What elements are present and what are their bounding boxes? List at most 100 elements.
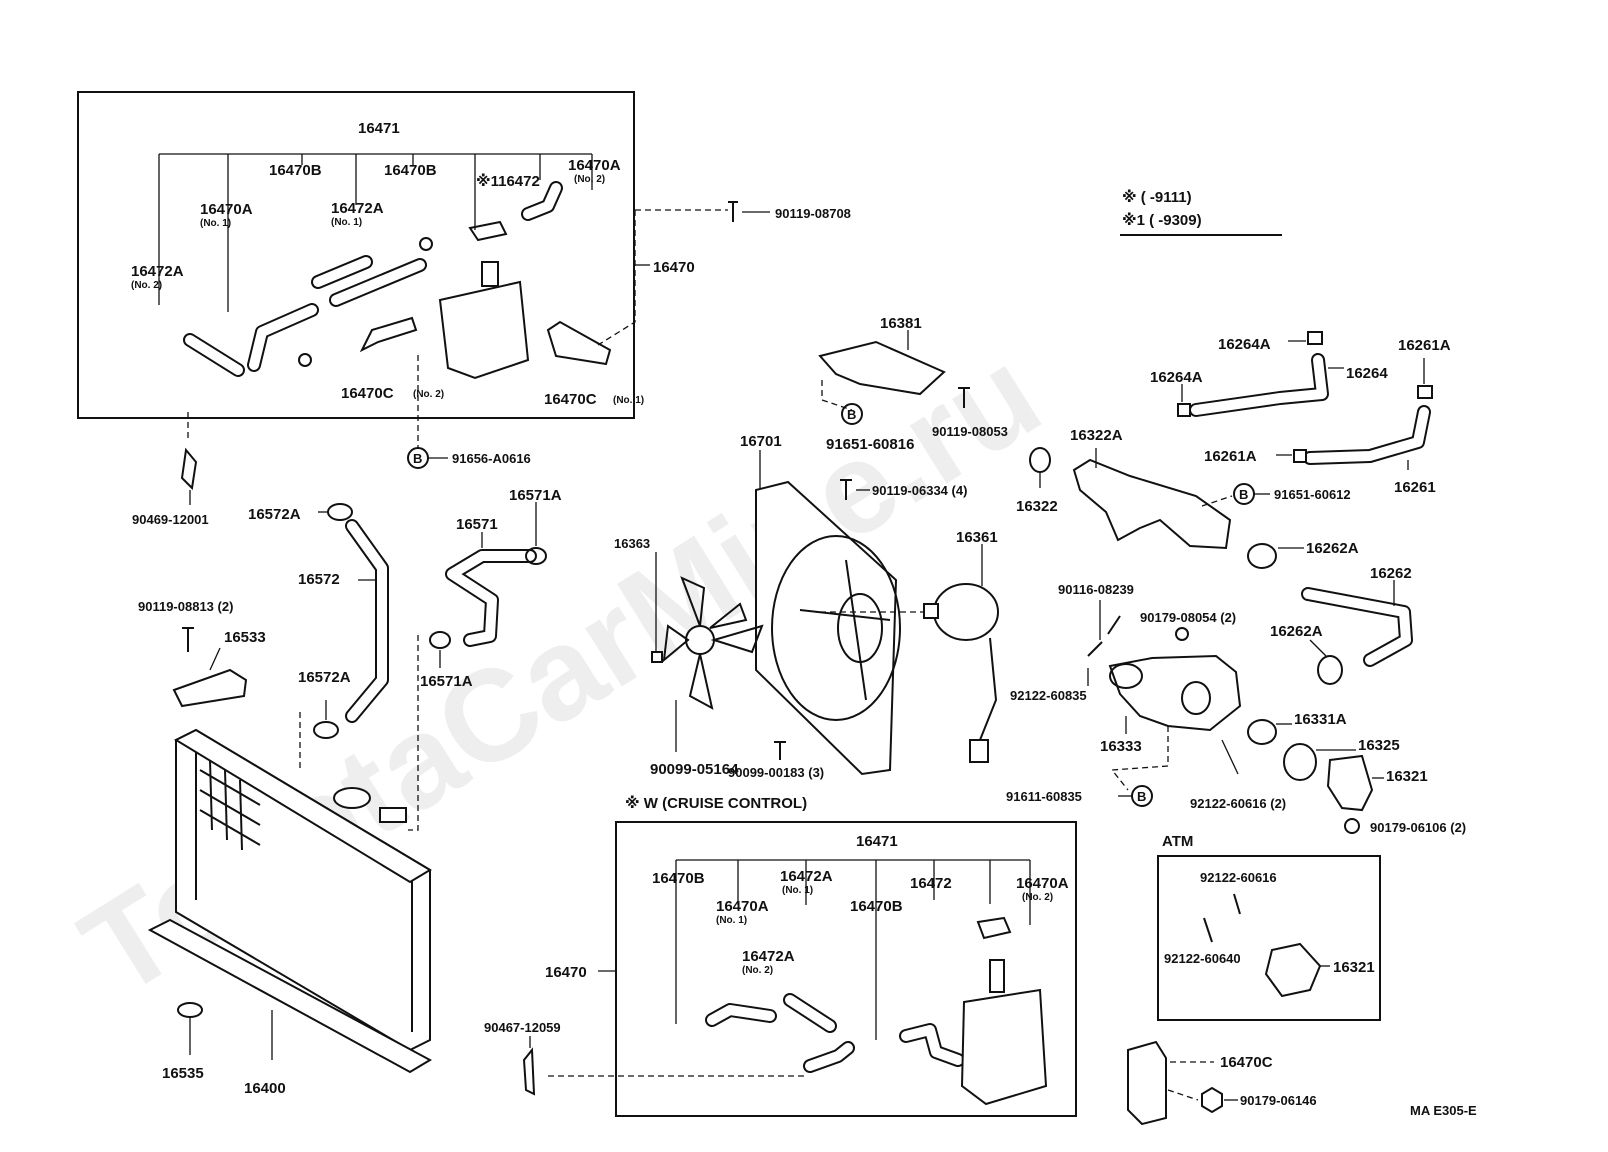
bracket-16471-cc (675, 859, 1031, 1040)
label-16322: 16322A (1070, 427, 1123, 444)
bracket-16470c-3 (1127, 1040, 1167, 1126)
label-16361: 90099-05164 (650, 761, 739, 778)
note-no2-cc1: (No. 2) (742, 965, 773, 976)
label-16533: 16533 (224, 629, 266, 646)
label-16470-top: 16470 (653, 259, 695, 276)
legend: ※ ( -9111) ※1 ( -9309) (1120, 188, 1282, 236)
note-no1-cc1: (No. 1) (782, 885, 813, 896)
label-16381: 16381 (880, 315, 922, 332)
label-16331a: 16331A (1294, 711, 1347, 728)
motor-wire (979, 637, 998, 741)
label-90099-00183: 90099-00183 (3) (728, 765, 824, 780)
bracket-16470c-no1 (546, 320, 612, 366)
label-90119-08708: 90119-08708 (775, 206, 851, 221)
clamp-16261a-1 (1417, 385, 1433, 399)
label-90099-05164: 16363 (614, 536, 650, 551)
bracket-16381 (818, 340, 946, 396)
label-91651-60816: 91651-60816 (826, 436, 914, 453)
clamp-16264a-1 (1307, 331, 1323, 345)
nut-90179-06146 (1201, 1086, 1223, 1114)
note-no1-c: (No. 1) (613, 395, 644, 406)
ref-mark-b-1: B (413, 451, 422, 466)
label-16472a-no2-top: 16472A (131, 263, 184, 280)
label-16325: 16325 (1358, 737, 1400, 754)
label-16472-cc: 16472 (910, 875, 952, 892)
shroud-ring (771, 535, 901, 721)
label-16264a-2: 16264A (1150, 369, 1203, 386)
label-16470c-3: 16470C (1220, 1054, 1273, 1071)
label-90469-12001: 90469-12001 (132, 512, 209, 527)
clamp-16262a-2 (1317, 655, 1343, 685)
note-no1-b: (No. 1) (331, 217, 362, 228)
cruise-control-box-frame (615, 821, 1077, 1117)
label-16470b-cc2: 16470B (850, 898, 903, 915)
studs (1087, 615, 1121, 657)
drain-cock-16535 (177, 1002, 203, 1018)
reservoir-cap-cc (989, 959, 1005, 993)
bolt-90119-08053 (958, 387, 970, 408)
drawing-code: MA E305-E (1410, 1103, 1477, 1118)
label-16571a-2: 16571A (420, 673, 473, 690)
ref-mark-b-4: B (1137, 789, 1146, 804)
section-cruise-control: ※ W (CRUISE CONTROL) (625, 794, 807, 812)
radiator-lower-tank (147, 918, 433, 1074)
bolt-90099-00183 (774, 741, 786, 760)
thermostat-16331a (1247, 719, 1277, 745)
label-16472a-cc1: 16472A (780, 868, 833, 885)
label-16472a-no1-top: 16472A (331, 200, 384, 217)
label-16470b-2: 16470B (384, 162, 437, 179)
motor-connector (969, 739, 989, 763)
label-16701: 16701 (740, 433, 782, 450)
fan-hub (685, 625, 715, 655)
reservoir-cap-top (468, 220, 508, 242)
nut-90179-08054 (1175, 627, 1189, 641)
atm-inlet-16321 (1264, 942, 1322, 998)
label-90179-08054: 90179-08054 (2) (1140, 610, 1236, 625)
clip-16470b-2 (419, 237, 433, 251)
bracket-16471-top (158, 153, 593, 312)
reservoir-box-frame (77, 91, 635, 419)
legend-row-1: ※ ( -9111) (1122, 188, 1192, 206)
nut-90099-05164 (651, 651, 663, 663)
motor-shaft (923, 603, 939, 619)
fan-shroud-16701 (755, 480, 901, 776)
bolt-90119-06334 (840, 479, 852, 500)
clip-90469-12001 (180, 447, 198, 491)
label-16321-2: 16321 (1333, 959, 1375, 976)
note-no2-a: (No. 2) (574, 174, 605, 185)
reservoir-cap (481, 261, 499, 287)
label-16572a-2: 16572A (298, 669, 351, 686)
label-92122-60616-1: 92122-60616 (2) (1190, 796, 1286, 811)
label-92122-60640: 92122-60640 (1164, 951, 1241, 966)
label-91611-60835: 91611-60835 (1006, 789, 1082, 804)
fan-blade-16361 (662, 576, 764, 710)
label-91651-60612: 91651-60612 (1274, 487, 1351, 502)
shroud-frame (755, 480, 898, 776)
note-no1-a: (No. 1) (200, 218, 231, 229)
label-16261a-2: 16261A (1204, 448, 1257, 465)
reservoir-tank (438, 280, 530, 380)
label-16333: 16333 (1100, 738, 1142, 755)
label-92122-60835: 92122-60835 (1010, 688, 1087, 703)
label-16470c-no1: 16470C (544, 391, 597, 408)
label-16400: 16400 (244, 1080, 286, 1097)
label-16363: 16361 (956, 529, 998, 546)
label-91656-a0616: 91656-A0616 (452, 451, 531, 466)
ref-circle-b-2 (841, 403, 863, 425)
label-16572a-1: 16572A (248, 506, 301, 523)
inlet-16321 (1326, 754, 1374, 812)
radiator-fins (199, 759, 261, 851)
label-16262: 16262 (1370, 565, 1412, 582)
label-92122-60616-2: 92122-60616 (1200, 870, 1277, 885)
label-16261: 16261 (1394, 479, 1436, 496)
bolt-90119-08708 (728, 201, 738, 222)
clip-16470b-1 (298, 353, 312, 367)
label-16471-top: 16471 (358, 120, 400, 137)
label-16264a-1: 16264A (1218, 336, 1271, 353)
atm-box-frame (1157, 855, 1381, 1021)
label-16261a-1: 16261A (1398, 337, 1451, 354)
water-inlet-16333 (1108, 654, 1242, 732)
label-16472a-cc2: 16472A (742, 948, 795, 965)
ref-mark-b-3: B (1239, 487, 1248, 502)
